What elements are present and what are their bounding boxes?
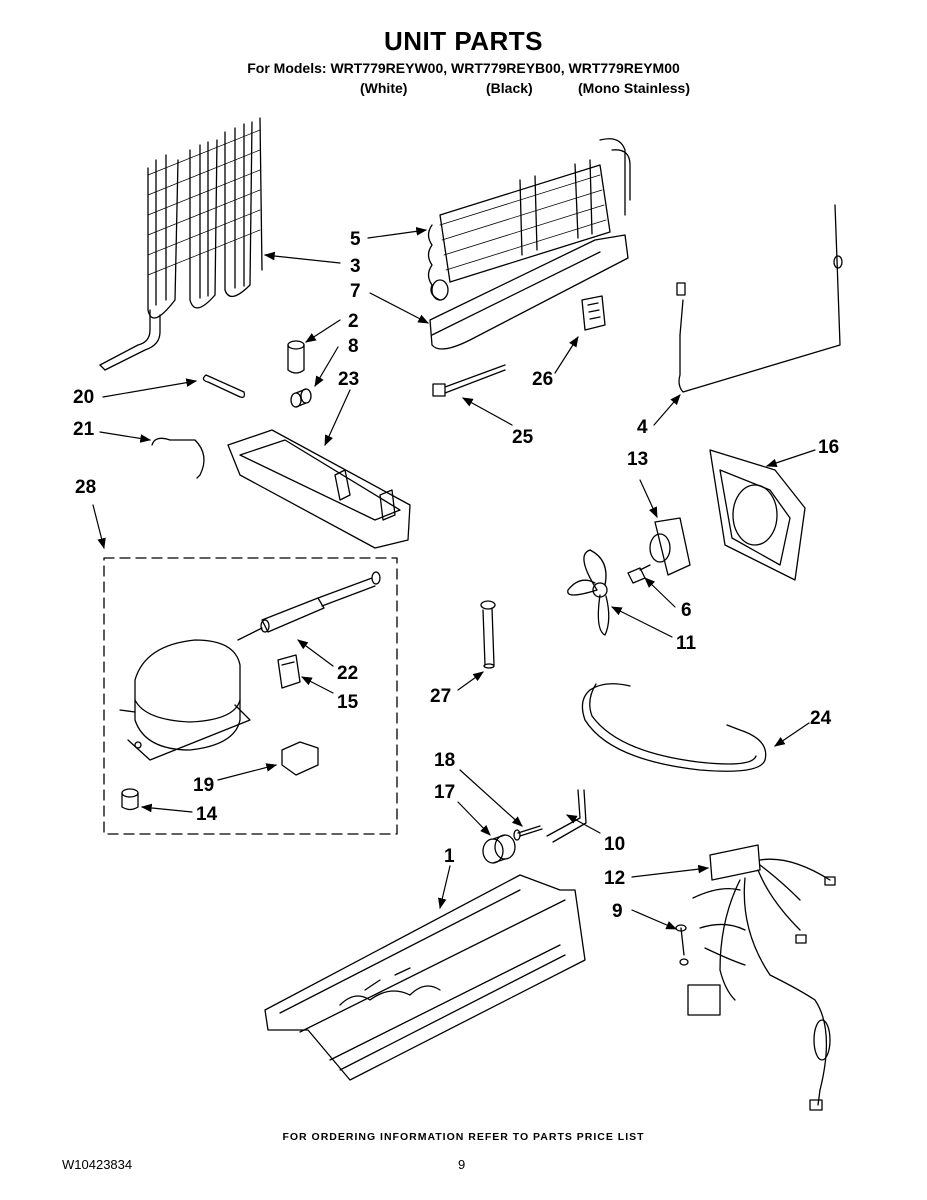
callout-7: 7	[350, 281, 361, 302]
callout-4: 4	[637, 417, 648, 438]
callout-20: 20	[73, 387, 94, 408]
leader-lines	[92, 227, 816, 930]
compressor	[119, 639, 251, 761]
sensor-wire	[676, 204, 843, 393]
callout-25: 25	[512, 427, 534, 448]
cover-tray	[227, 429, 411, 549]
overload	[281, 741, 319, 776]
callout-26: 26	[532, 369, 553, 390]
fan-motor	[639, 517, 691, 576]
callout-13: 13	[627, 449, 648, 470]
callout-15: 15	[337, 692, 359, 713]
strap	[202, 374, 246, 398]
ordering-note: FOR ORDERING INFORMATION REFER TO PARTS …	[282, 1131, 645, 1143]
callout-23: 23	[338, 369, 359, 390]
callout-9: 9	[612, 901, 623, 922]
callout-18: 18	[434, 750, 455, 771]
variant-white: (White)	[360, 80, 408, 96]
screw-small	[675, 924, 689, 966]
page-number: 9	[458, 1157, 466, 1172]
callout-5: 5	[350, 229, 361, 250]
roller	[482, 834, 516, 864]
drain-trough	[429, 234, 629, 350]
callout-27: 27	[430, 686, 451, 707]
callout-2: 2	[348, 311, 359, 332]
screw	[513, 825, 543, 841]
bracket	[581, 295, 606, 331]
callout-17: 17	[434, 782, 455, 803]
condenser-coil	[99, 117, 263, 371]
callout-11: 11	[676, 633, 697, 654]
document-number: W10423834	[62, 1157, 133, 1172]
variant-mono-stainless: (Mono Stainless)	[578, 80, 691, 96]
compressor-kit-box	[103, 557, 398, 835]
drain-hose	[581, 683, 767, 772]
capacitor	[287, 340, 305, 374]
wire-clip	[151, 437, 205, 479]
callout-19: 19	[193, 775, 214, 796]
fan-shroud	[709, 449, 806, 581]
models-line: For Models: WRT779REYW00, WRT779REYB00, …	[247, 60, 680, 76]
callout-6: 6	[681, 600, 692, 621]
filter-drier	[237, 571, 381, 641]
cable-tie	[432, 364, 506, 397]
callout-3: 3	[350, 256, 361, 277]
evaporator-coil	[427, 138, 631, 301]
callout-22: 22	[337, 663, 358, 684]
callout-1: 1	[444, 846, 455, 867]
drain-tube	[480, 600, 496, 669]
grommet	[290, 388, 312, 408]
callout-8: 8	[348, 336, 359, 357]
callout-labels: 5 3 7 2 8 23 26 20 21 25 4 28 13 16 6 11…	[73, 229, 839, 922]
callout-16: 16	[818, 437, 839, 458]
callout-28: 28	[75, 477, 96, 498]
callout-14: 14	[196, 804, 218, 825]
base-plate	[264, 874, 586, 1081]
fan-blade	[567, 549, 610, 636]
callout-21: 21	[73, 419, 95, 440]
wire-harness	[687, 844, 836, 1111]
nut	[627, 567, 646, 584]
callout-12: 12	[604, 868, 625, 889]
rubber-mount	[121, 788, 139, 811]
callout-10: 10	[604, 834, 625, 855]
bent-tube	[546, 789, 587, 843]
relay	[277, 654, 301, 689]
callout-24: 24	[810, 708, 832, 729]
page-title: UNIT PARTS	[383, 26, 544, 56]
variant-black: (Black)	[486, 80, 533, 96]
